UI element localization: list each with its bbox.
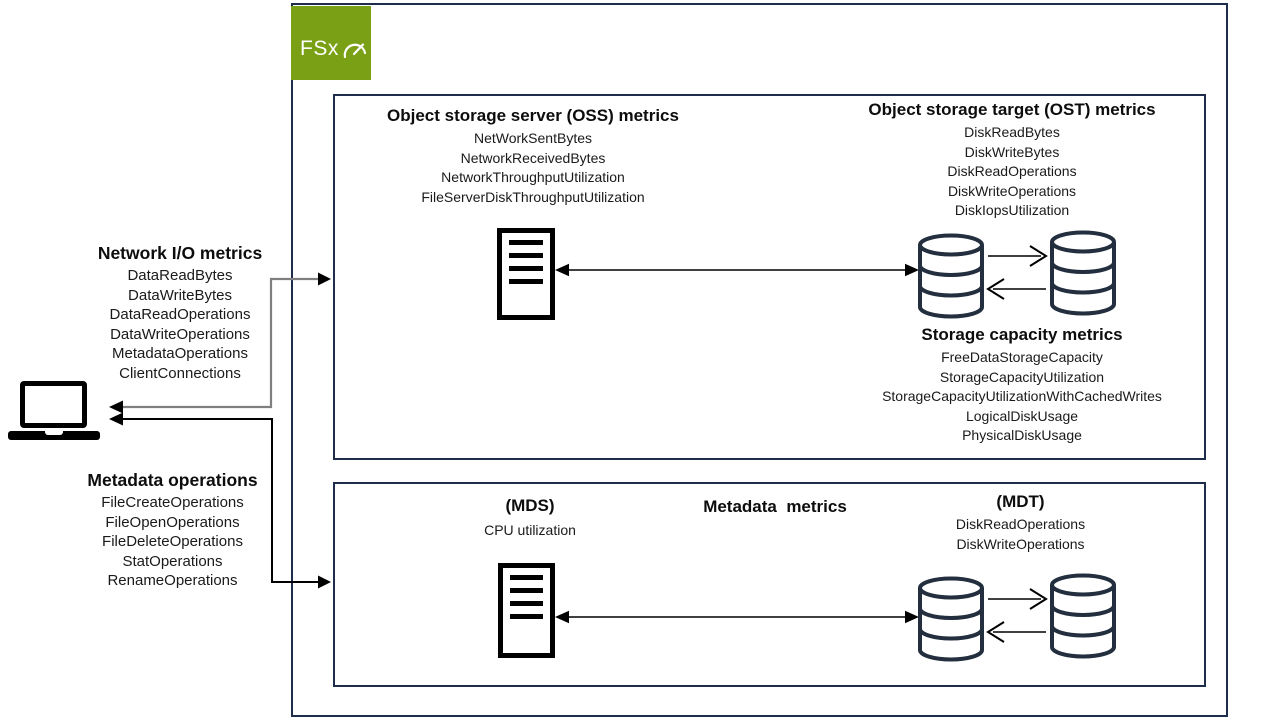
laptop-notch bbox=[45, 431, 63, 435]
laptop-screen bbox=[20, 381, 87, 428]
metric-item: DiskIopsUtilization bbox=[954, 202, 1070, 218]
server-slot bbox=[510, 614, 543, 619]
server-slot bbox=[509, 266, 543, 271]
oss-ost-metrics-box bbox=[333, 94, 1206, 460]
server-slot bbox=[509, 279, 543, 284]
metric-item: DataReadBytes bbox=[127, 267, 233, 284]
metric-item: NetworkThroughputUtilization bbox=[441, 169, 625, 185]
database-cylinder-icon bbox=[918, 576, 984, 662]
metric-item: ClientConnections bbox=[119, 364, 241, 382]
storage-capacity-metrics-list: Storage capacity metrics FreeDataStorage… bbox=[842, 325, 1202, 446]
server-slot bbox=[509, 240, 543, 245]
metric-item: DataReadOperations bbox=[109, 306, 251, 324]
metric-item: DiskReadOperations bbox=[947, 163, 1077, 179]
metric-item: StorageCapacityUtilization bbox=[939, 368, 1105, 385]
metadata-operations-title: Metadata operations bbox=[87, 470, 258, 490]
metric-item: FreeDataStorageCapacity bbox=[941, 349, 1103, 365]
metric-item: DiskReadOperations bbox=[955, 516, 1086, 532]
arrow-left-icon bbox=[109, 412, 123, 426]
metric-item: FileServerDiskThroughputUtilization bbox=[421, 188, 645, 205]
network-io-metrics-list: Network I/O metrics DataReadBytes DataWr… bbox=[80, 243, 280, 384]
metric-item: DataWriteBytes bbox=[128, 286, 232, 304]
oss-metrics-list: Object storage server (OSS) metrics NetW… bbox=[363, 106, 703, 207]
database-cylinder-icon bbox=[1050, 573, 1116, 659]
database-cylinder-icon bbox=[918, 233, 984, 319]
metadata-metrics-box bbox=[333, 482, 1206, 687]
metric-item: LogicalDiskUsage bbox=[965, 407, 1079, 424]
metric-item: DiskWriteOperations bbox=[956, 535, 1085, 552]
server-slot bbox=[509, 253, 543, 258]
fsx-logo: FSx bbox=[291, 6, 371, 80]
metric-item: StatOperations bbox=[122, 552, 223, 570]
metadata-metrics-heading: Metadata metrics bbox=[655, 497, 895, 517]
metric-item: MetadataOperations bbox=[112, 345, 248, 363]
metric-item: DiskWriteBytes bbox=[964, 143, 1060, 160]
metric-item: DiskWriteOperations bbox=[947, 182, 1077, 199]
fsx-logo-label: FSx bbox=[300, 36, 339, 60]
metric-item: StorageCapacityUtilizationWithCachedWrit… bbox=[882, 388, 1162, 404]
mds-title: (MDS) bbox=[505, 496, 555, 515]
ost-metrics-title: Object storage target (OST) metrics bbox=[868, 100, 1156, 119]
server-slot bbox=[510, 575, 543, 580]
arrow-left-icon bbox=[109, 400, 123, 414]
oss-metrics-title: Object storage server (OSS) metrics bbox=[387, 106, 679, 125]
metric-item: RenameOperations bbox=[107, 572, 238, 590]
network-io-metrics-title: Network I/O metrics bbox=[97, 243, 263, 263]
mds-metrics-list: (MDS) CPU utilization bbox=[460, 496, 600, 541]
server-slot bbox=[510, 601, 543, 606]
database-cylinder-icon bbox=[1050, 230, 1116, 316]
mdt-title: (MDT) bbox=[996, 492, 1045, 511]
gauge-icon bbox=[343, 43, 366, 59]
metric-item: CPU utilization bbox=[484, 522, 576, 538]
metric-item: NetworkReceivedBytes bbox=[460, 149, 606, 166]
laptop-base bbox=[8, 431, 100, 440]
metric-item: PhysicalDiskUsage bbox=[962, 427, 1082, 443]
ost-metrics-list: Object storage target (OST) metrics Disk… bbox=[842, 100, 1182, 221]
server-icon bbox=[497, 228, 555, 320]
metric-item: FileOpenOperations bbox=[105, 513, 240, 531]
metadata-metrics-title: Metadata metrics bbox=[703, 497, 847, 516]
server-slot bbox=[510, 588, 543, 593]
server-icon bbox=[498, 563, 555, 658]
metric-item: FileCreateOperations bbox=[101, 494, 244, 511]
metric-item: NetWorkSentBytes bbox=[473, 130, 592, 146]
metric-item: FileDeleteOperations bbox=[102, 533, 243, 551]
storage-capacity-metrics-title: Storage capacity metrics bbox=[921, 325, 1123, 344]
mdt-metrics-list: (MDT) DiskReadOperations DiskWriteOperat… bbox=[928, 492, 1113, 554]
metadata-operations-list: Metadata operations FileCreateOperations… bbox=[70, 470, 275, 591]
metric-item: DataWriteOperations bbox=[110, 325, 250, 343]
metric-item: DiskReadBytes bbox=[964, 124, 1060, 140]
